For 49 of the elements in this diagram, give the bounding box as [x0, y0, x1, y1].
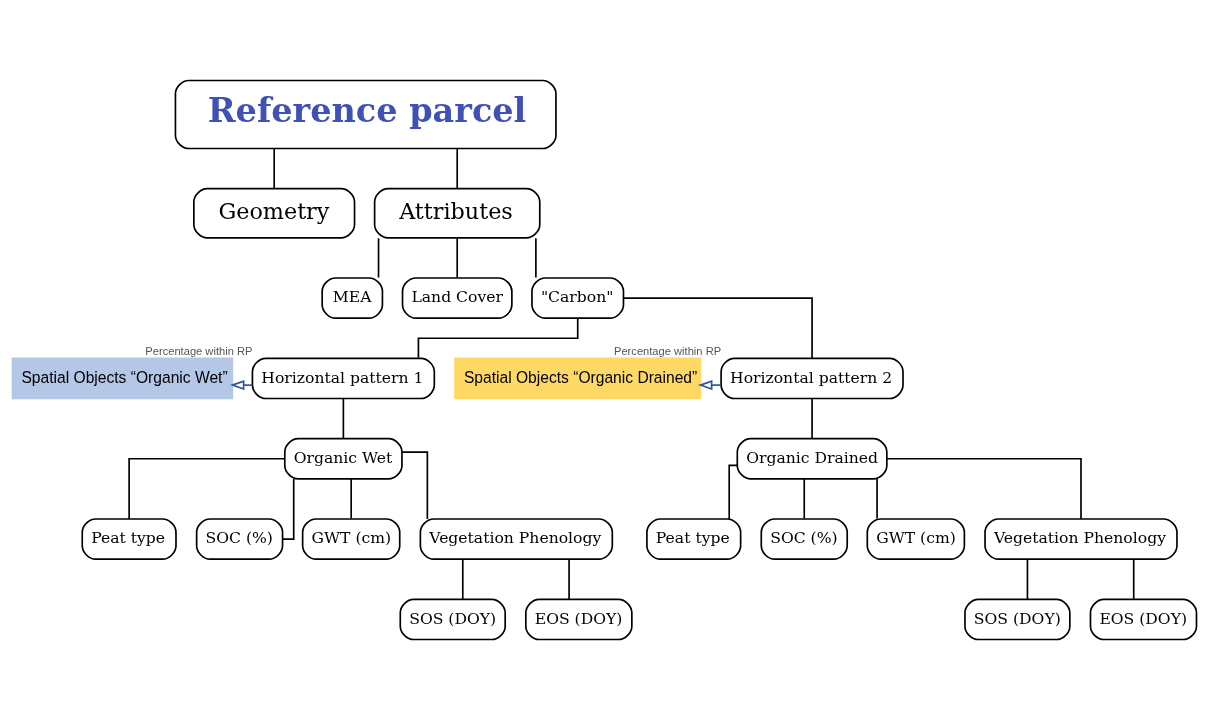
node-box: Spatial Objects “Organic Wet” [11, 357, 234, 400]
connector [128, 457, 286, 520]
node-box: Horizontal pattern 2 [720, 357, 904, 400]
connector [1026, 558, 1029, 600]
node-box: SOS (DOY) [964, 598, 1071, 641]
connector [568, 558, 570, 600]
node-box: MEA [321, 277, 384, 319]
node-box: Peat type [81, 518, 177, 561]
node-box: Attributes [373, 187, 541, 239]
node-label: Percentage within RP [145, 344, 253, 357]
node-box: Reference parcel [174, 79, 557, 150]
connector [456, 148, 459, 190]
connector [876, 478, 878, 520]
connector [273, 148, 276, 190]
connector [728, 464, 738, 520]
connector [461, 558, 464, 600]
arrow [229, 380, 254, 391]
connector [456, 237, 459, 279]
node-box: SOC (%) [195, 518, 284, 561]
connector [281, 478, 295, 540]
connector [886, 457, 1082, 520]
node-box: Spatial Objects “Organic Drained” [454, 357, 702, 400]
node-box: SOS (DOY) [399, 598, 506, 641]
node-box: Organic Wet [283, 437, 403, 480]
node-box: EOS (DOY) [525, 598, 633, 641]
connector [1132, 558, 1135, 600]
node-box: Vegetation Phenology [984, 518, 1178, 561]
connector [377, 237, 380, 279]
connector [803, 478, 806, 520]
connector [350, 478, 353, 520]
arrow [697, 380, 722, 391]
connector [535, 237, 537, 279]
node-box: Peat type [646, 518, 742, 561]
node-box: SOC (%) [760, 518, 849, 561]
connector [417, 317, 579, 359]
node-label: Percentage within RP [613, 344, 722, 357]
connector [401, 451, 429, 520]
node-box: Land Cover [401, 277, 513, 319]
node-box: GWT (cm) [301, 518, 401, 561]
connector [622, 297, 813, 359]
node-box: Organic Drained [736, 437, 888, 480]
node-box: Horizontal pattern 1 [251, 357, 436, 400]
connector [342, 397, 345, 440]
node-box: Geometry [193, 187, 356, 239]
node-box: GWT (cm) [866, 518, 966, 561]
node-box: Vegetation Phenology [419, 518, 614, 561]
connector [811, 397, 813, 440]
node-box: EOS (DOY) [1089, 598, 1198, 641]
node-box: "Carbon" [531, 277, 625, 319]
